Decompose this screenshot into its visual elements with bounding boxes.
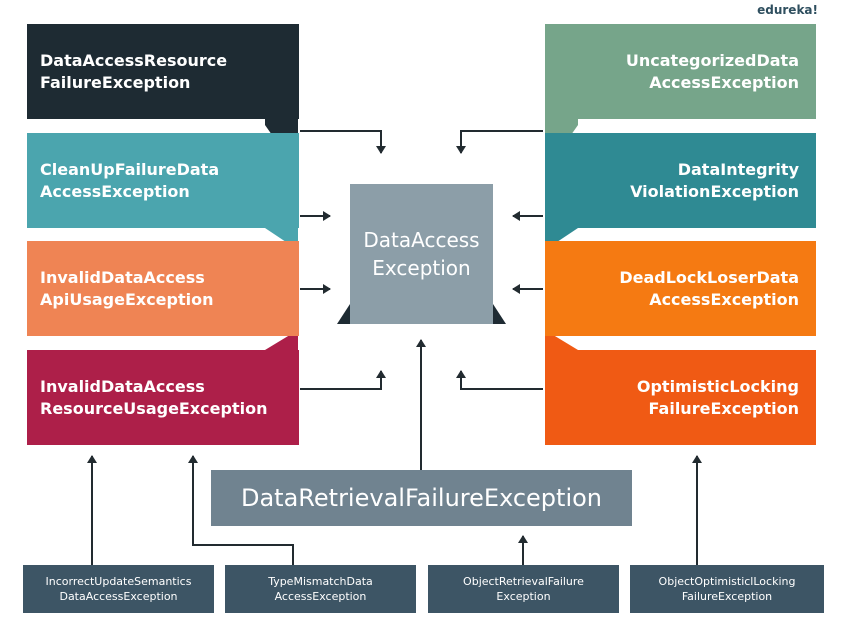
arrow-bottom-2 (188, 455, 294, 565)
node-label-line1: DataAccessResource (40, 50, 228, 70)
center-shadow-left (337, 304, 350, 324)
arrow-right-1 (456, 130, 543, 154)
node-optimistic-locking-failure: OptimisticLocking FailureException (545, 350, 816, 445)
node-label-line2: ViolationException (630, 181, 799, 201)
node-label-line1: DeadLockLoserData (619, 267, 799, 287)
node-label-line1: TypeMismatchData (268, 575, 373, 588)
node-label-line1: DataIntegrity (677, 159, 799, 179)
node-incorrect-update-semantics: IncorrectUpdateSemantics DataAccessExcep… (23, 565, 214, 613)
node-label-line1: IncorrectUpdateSemantics (45, 575, 192, 588)
node-label-line2: FailureException (40, 72, 191, 92)
arrow-left-4 (300, 370, 386, 390)
node-label-line2: ResourceUsageException (40, 398, 268, 418)
node-label-line1: InvalidDataAccess (40, 376, 205, 396)
arrow-right-4 (456, 370, 543, 390)
node-label-line1: ObjectRetrievalFailure (463, 575, 584, 588)
node-label-line2: AccessException (649, 72, 799, 92)
node-label-line2: ApiUsageException (40, 289, 214, 309)
node-label-line2: AccessException (274, 590, 367, 603)
node-deadlock-loser-data-access: DeadLockLoserData AccessException (545, 241, 816, 336)
node-data-integrity-violation: DataIntegrity ViolationException (545, 133, 816, 228)
node-label-line2: AccessException (649, 289, 799, 309)
node-label-line1: UncategorizedData (625, 50, 799, 70)
node-label-line1: ObjectOptimisticlLocking (658, 575, 796, 588)
center-shadow-right (493, 304, 506, 324)
node-object-retrieval-failure: ObjectRetrievalFailure Exception (428, 565, 619, 613)
edureka-logo: edureka! (757, 3, 818, 17)
node-data-access-exception: DataAccess Exception (350, 184, 493, 324)
node-data-access-resource-failure: DataAccessResource FailureException (27, 24, 299, 119)
node-label-line1: CleanUpFailureData (40, 159, 220, 179)
center-label-line2: Exception (372, 256, 471, 280)
center-label-line1: DataAccess (363, 228, 480, 252)
node-label-line2: DataAccessException (59, 590, 178, 603)
node-data-retrieval-failure: DataRetrievalFailureException (211, 470, 632, 526)
node-invalid-data-access-resource-usage: InvalidDataAccess ResourceUsageException (27, 350, 299, 445)
node-label-line1: OptimisticLocking (636, 376, 799, 396)
node-type-mismatch-data-access: TypeMismatchData AccessException (225, 565, 416, 613)
node-label-line2: FailureException (648, 398, 799, 418)
node-invalid-data-access-api-usage: InvalidDataAccess ApiUsageException (27, 241, 299, 336)
node-label-line2: FailureException (681, 590, 773, 603)
node-cleanup-failure-data-access: CleanUpFailureData AccessException (27, 133, 299, 228)
node-label-line2: AccessException (40, 181, 190, 201)
node-uncategorized-data-access: UncategorizedData AccessException (545, 24, 816, 119)
node-label-line1: InvalidDataAccess (40, 267, 205, 287)
node-object-optimistic-locking-failure: ObjectOptimisticlLocking FailureExceptio… (630, 565, 824, 613)
arrow-left-1 (300, 130, 386, 154)
node-label-line2: Exception (496, 590, 551, 603)
